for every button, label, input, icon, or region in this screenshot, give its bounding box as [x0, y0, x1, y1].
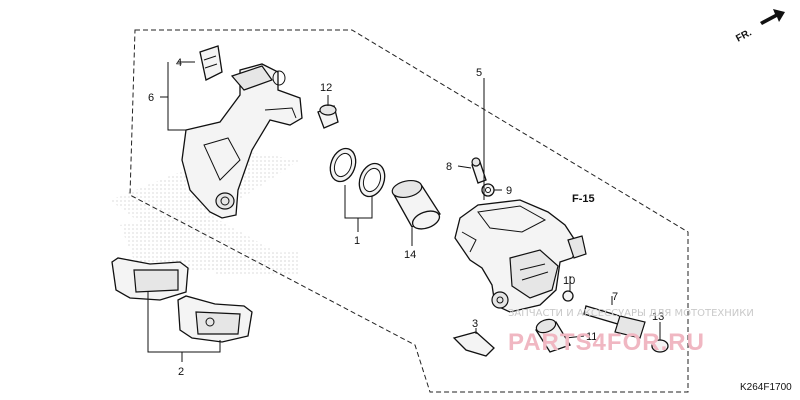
front-direction-indicator: FR. [734, 9, 785, 45]
piston-part [391, 179, 441, 230]
piston-seals-part [329, 147, 386, 198]
bleeder-screw-part [471, 157, 487, 184]
watermark-brand: PARTS4FOR.RU [508, 329, 705, 356]
callout-13: 13 [652, 311, 664, 323]
callout-14: 14 [404, 249, 416, 261]
washer-part [481, 183, 495, 197]
brake-pads-part [111, 257, 253, 343]
pad-retainer-part [452, 331, 495, 357]
callout-3: 3 [472, 318, 478, 330]
bleeder-cap-part [317, 104, 339, 129]
watermark-tagline: ЗАПЧАСТИ И АКСЕССУАРЫ ДЛЯ МОТОТЕХНИКИ [508, 308, 754, 319]
callout-numbers: 4 6 12 5 1 14 8 9 F-15 10 7 11 13 3 2 [148, 57, 664, 378]
callout-8: 8 [446, 161, 452, 173]
fr-arrow-icon [760, 9, 785, 25]
assembly-dashed-frame [129, 29, 689, 393]
caliper-body-part [454, 199, 587, 313]
callout-12: 12 [320, 82, 332, 94]
callout-4: 4 [176, 57, 182, 69]
callout-11: 11 [586, 331, 597, 343]
callout-1: 1 [354, 235, 360, 247]
pin-part [583, 305, 646, 339]
caliper-bracket [181, 63, 303, 219]
pad-spring-part [199, 45, 223, 81]
leader-lines [147, 61, 661, 362]
boot-part [535, 318, 571, 353]
callout-2: 2 [178, 366, 184, 378]
fr-label: FR. [734, 27, 754, 44]
callout-7: 7 [612, 291, 618, 303]
callout-10: 10 [563, 275, 575, 287]
callout-6: 6 [148, 92, 154, 104]
drawing-code: K264F1700 [740, 382, 792, 393]
pin-bolt-part [562, 290, 574, 302]
callout-9: 9 [506, 185, 512, 197]
reference-f15: F-15 [572, 193, 595, 205]
callout-5: 5 [476, 67, 482, 79]
